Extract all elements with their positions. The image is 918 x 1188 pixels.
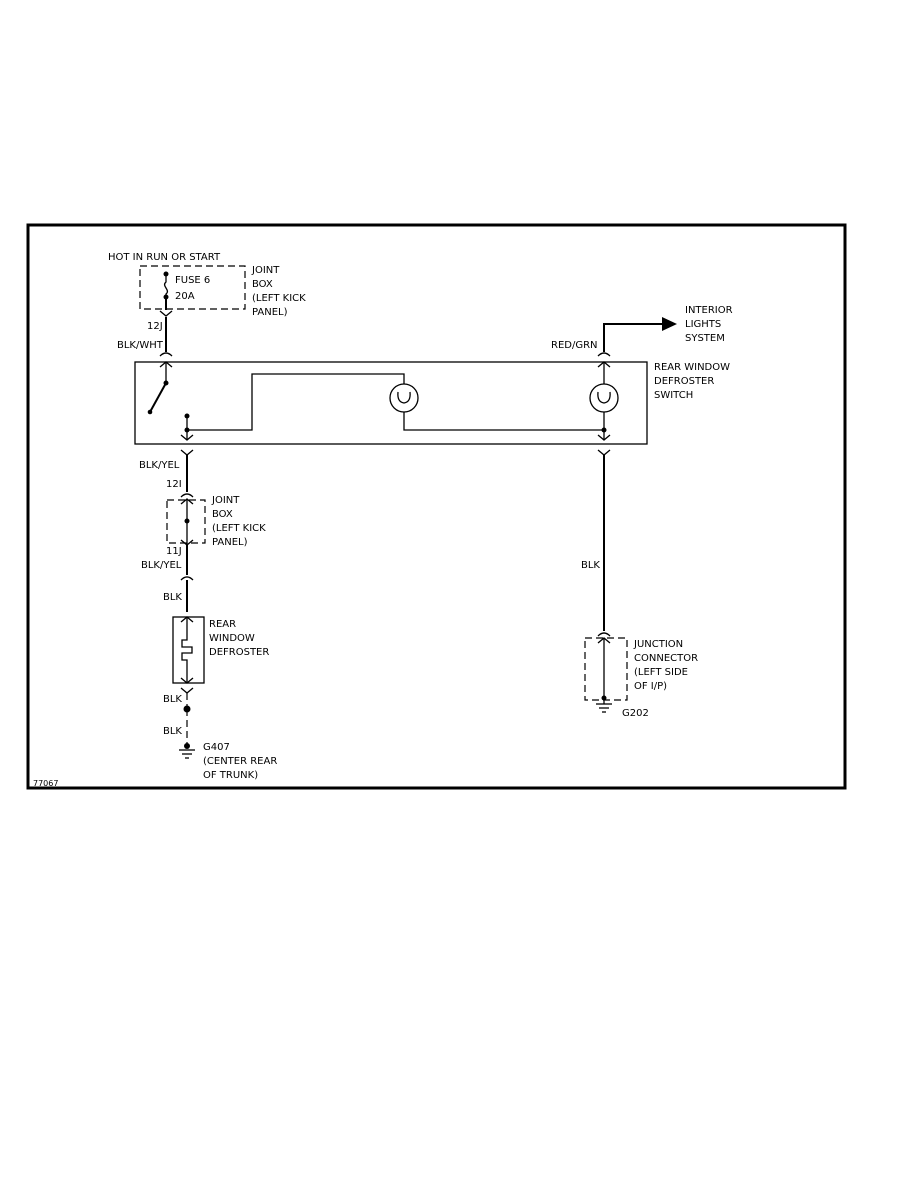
indicator-lamp-right (589, 383, 619, 413)
switch-internal-path-mid (403, 412, 604, 431)
connector-12j-label: 12J (147, 321, 163, 332)
svg-text:JUNCTION: JUNCTION (633, 639, 683, 650)
connector-right-out (597, 449, 611, 456)
fuse-6-symbol (163, 274, 169, 297)
svg-text:DEFROSTER: DEFROSTER (209, 647, 269, 658)
connector-12j-top (159, 310, 173, 317)
connector-12i-top (180, 493, 194, 498)
diagram-frame (26, 223, 847, 790)
junction-connector-label: JUNCTION CONNECTOR (LEFT SIDE OF I/P) (633, 639, 698, 692)
svg-text:OF TRUNK): OF TRUNK) (203, 770, 258, 781)
power-source-label: HOT IN RUN OR START (108, 252, 221, 263)
svg-text:(CENTER REAR: (CENTER REAR (203, 756, 277, 767)
svg-text:WINDOW: WINDOW (209, 633, 255, 644)
upper-joint-box (139, 265, 246, 310)
lamp-filament-right (597, 391, 611, 404)
rear-defroster-label: REAR WINDOW DEFROSTER (209, 619, 269, 658)
wire-label-blk-upper: BLK (163, 592, 182, 603)
defroster-pin-out (180, 677, 194, 684)
wire-label-blk-yel-lower: BLK/YEL (141, 560, 182, 571)
wire-label-blk-lower: BLK (163, 726, 182, 737)
wire-label-blk-mid: BLK (163, 694, 182, 705)
wire-label-blk-right: BLK (581, 560, 600, 571)
wire-label-blk-wht: BLK/WHT (117, 340, 164, 351)
svg-text:SWITCH: SWITCH (654, 390, 693, 401)
interior-lights-label: INTERIOR LIGHTS SYSTEM (685, 305, 733, 344)
svg-text:JOINT: JOINT (251, 265, 280, 276)
svg-text:SYSTEM: SYSTEM (685, 333, 725, 344)
lower-joint-splice (184, 518, 190, 524)
switch-connector-in (159, 352, 173, 357)
switch-junction-b (601, 427, 607, 433)
switch-blade (149, 382, 167, 413)
svg-text:REAR WINDOW: REAR WINDOW (654, 362, 730, 373)
svg-text:(LEFT KICK: (LEFT KICK (252, 293, 306, 304)
connector-left-out (180, 449, 194, 456)
ground-g407-eyelet (184, 743, 190, 749)
arrow-interior-lights (662, 317, 677, 331)
upper-joint-box-label: JOINT BOX (LEFT KICK PANEL) (251, 265, 306, 318)
svg-text:(LEFT KICK: (LEFT KICK (212, 523, 266, 534)
svg-text:(LEFT SIDE: (LEFT SIDE (634, 667, 688, 678)
svg-text:CONNECTOR: CONNECTOR (634, 653, 698, 664)
lamp-filament-left (397, 391, 411, 404)
switch-pin-right-in (597, 361, 611, 368)
switch-connector-right-in (597, 352, 611, 357)
lower-joint-box-label: JOINT BOX (LEFT KICK PANEL) (211, 495, 266, 548)
wire-red-grn (603, 323, 662, 352)
svg-text:LIGHTS: LIGHTS (685, 319, 721, 330)
ground-g407-label: G407 (CENTER REAR OF TRUNK) (203, 742, 277, 781)
defroster-switch-box (134, 361, 648, 445)
switch-internal-path-left (187, 373, 405, 431)
wire-label-blk-yel-upper: BLK/YEL (139, 460, 180, 471)
ground-g202-symbol (596, 703, 612, 713)
ground-g407-symbol (179, 749, 195, 759)
switch-pin-right-out (597, 434, 611, 441)
svg-text:G407: G407 (203, 742, 230, 753)
svg-text:DEFROSTER: DEFROSTER (654, 376, 714, 387)
svg-text:INTERIOR: INTERIOR (685, 305, 733, 316)
junction-connector-box (584, 637, 628, 701)
lower-joint-box (166, 499, 206, 544)
svg-text:BOX: BOX (252, 279, 273, 290)
svg-text:JOINT: JOINT (211, 495, 240, 506)
switch-label: REAR WINDOW DEFROSTER SWITCH (654, 362, 730, 401)
ground-g202-label: G202 (622, 708, 649, 719)
connector-11j-label: 11J (166, 546, 182, 557)
svg-text:PANEL): PANEL) (212, 537, 248, 548)
connector-blk-yel-blk (180, 576, 194, 581)
wire-label-red-grn: RED/GRN (551, 340, 598, 351)
defroster-grid-symbol (181, 617, 193, 683)
connector-12i-label: 12I (166, 479, 182, 490)
switch-contact-end (147, 409, 153, 415)
indicator-lamp-left (389, 383, 419, 413)
switch-pin-left-out (180, 434, 194, 441)
junction-connector-in (597, 632, 611, 637)
defroster-connector-out (180, 687, 194, 694)
svg-text:BOX: BOX (212, 509, 233, 520)
svg-text:REAR: REAR (209, 619, 236, 630)
figure-id: 77067 (33, 779, 58, 788)
rear-defroster-element (172, 616, 205, 684)
junction-splice (601, 695, 607, 701)
svg-text:OF I/P): OF I/P) (634, 681, 667, 692)
svg-text:PANEL): PANEL) (252, 307, 288, 318)
fuse-name: FUSE 6 (175, 275, 210, 286)
fuse-rating: 20A (175, 291, 195, 302)
